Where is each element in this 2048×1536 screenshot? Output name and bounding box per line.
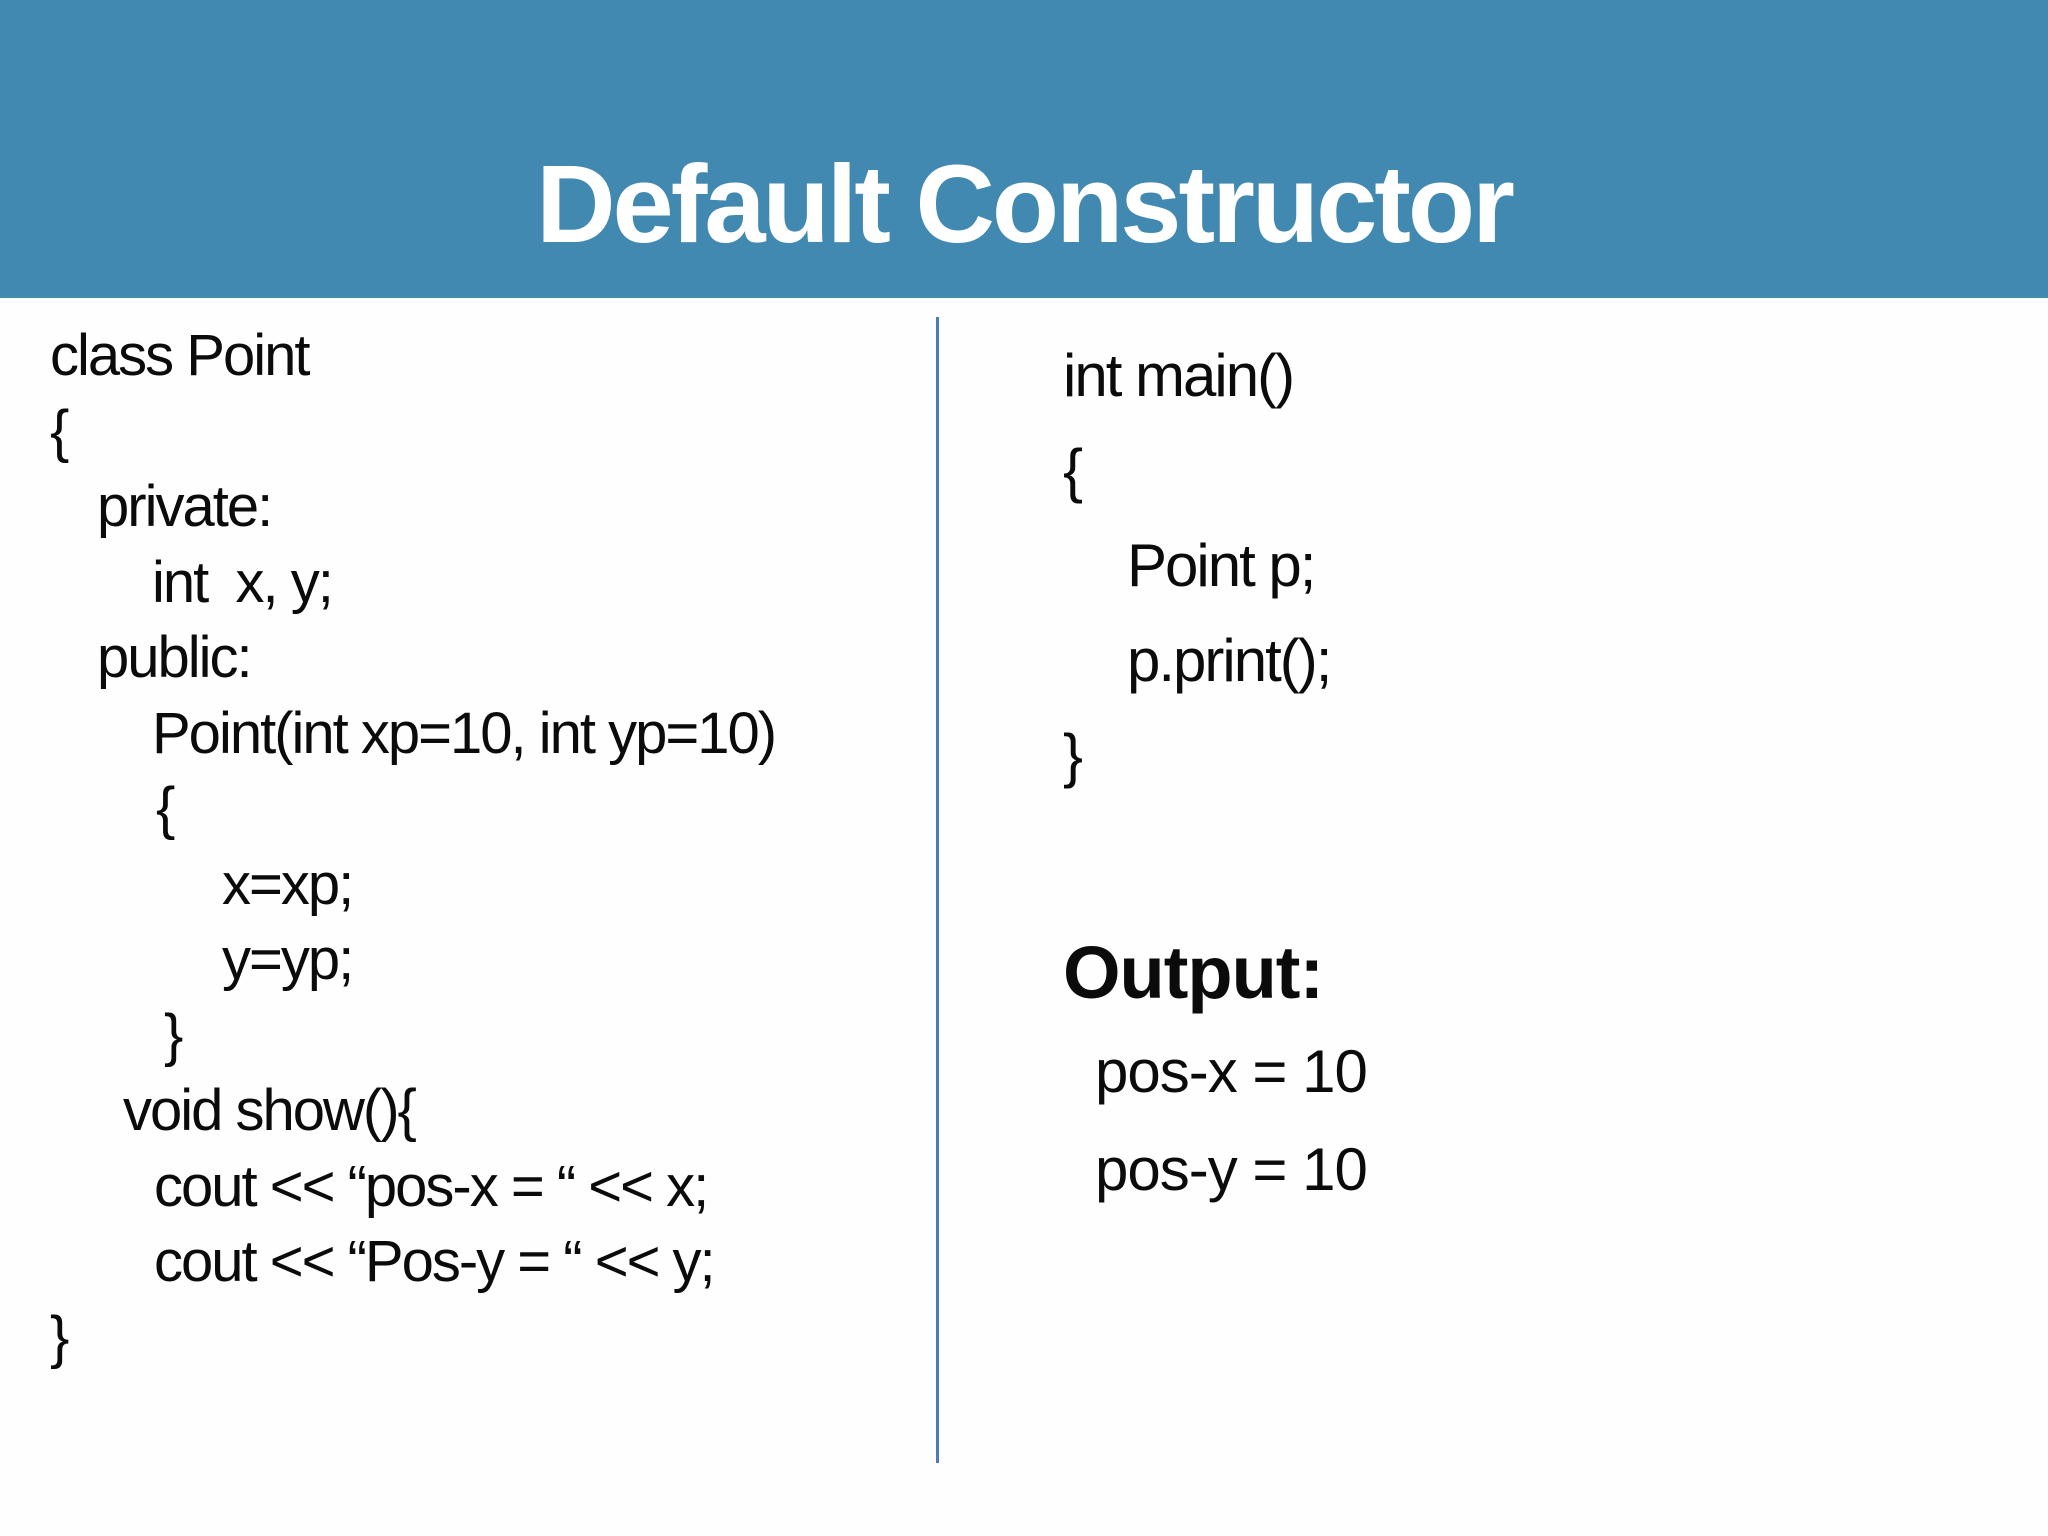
- code-line: void show(){: [123, 1078, 417, 1143]
- code-line: }: [1063, 722, 1083, 789]
- code-line: cout << “Pos-y = “ << y;: [154, 1229, 716, 1294]
- left-code-panel: class Point { private: int x, y; public:…: [50, 318, 777, 1375]
- code-line: int x, y;: [152, 549, 334, 615]
- code-line: x=xp;: [222, 851, 354, 917]
- output-heading: Output:: [1063, 931, 1324, 1014]
- code-line: p.print();: [1127, 627, 1332, 694]
- code-line: Point(int xp=10, int yp=10): [152, 700, 777, 766]
- title-banner: Default Constructor: [0, 0, 2048, 298]
- code-line: class Point: [50, 323, 310, 388]
- output-line: pos-y = 10: [1095, 1136, 1368, 1203]
- column-divider: [936, 317, 939, 1463]
- code-line: }: [164, 1002, 183, 1068]
- code-line: y=yp;: [222, 927, 354, 992]
- code-line: Point p;: [1127, 532, 1316, 599]
- page-title: Default Constructor: [536, 143, 1515, 266]
- code-line: {: [156, 776, 175, 841]
- output-panel: Output: pos-x = 10 pos-y = 10: [1063, 923, 1368, 1219]
- right-code-panel: int main() { Point p; p.print(); }: [1063, 328, 1332, 803]
- code-line: public:: [97, 625, 253, 690]
- code-line: }: [50, 1304, 69, 1370]
- output-line: pos-x = 10: [1095, 1038, 1368, 1105]
- code-line: cout << “pos-x = “ << x;: [154, 1153, 709, 1219]
- code-line: int main(): [1063, 342, 1295, 409]
- code-line: private:: [97, 474, 273, 539]
- code-line: {: [50, 398, 69, 464]
- code-line: {: [1063, 437, 1083, 504]
